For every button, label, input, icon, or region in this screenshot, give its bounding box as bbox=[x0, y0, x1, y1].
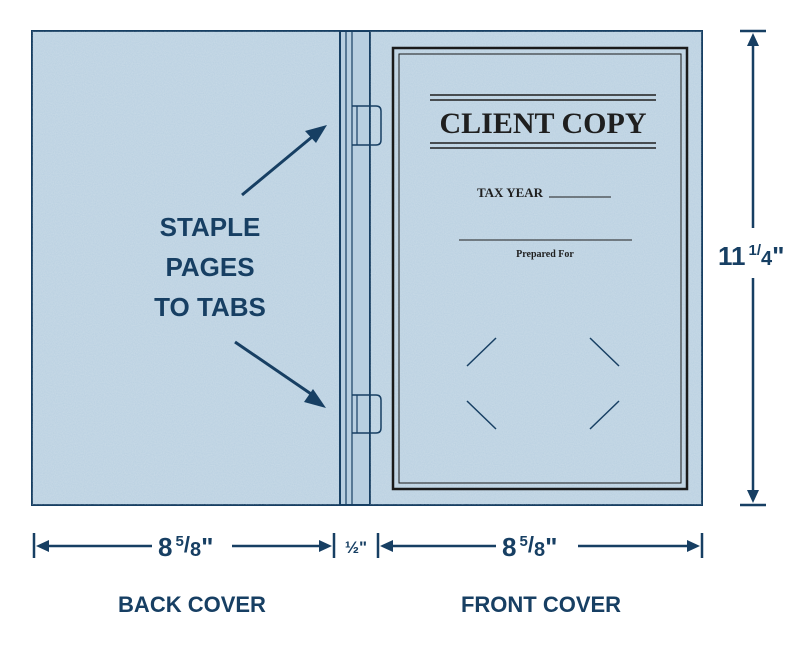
front-title: CLIENT COPY bbox=[440, 107, 647, 140]
width-dimension-arrowheads bbox=[36, 540, 700, 552]
callout-line-staple: STAPLE bbox=[160, 212, 261, 242]
height-dimension bbox=[740, 29, 766, 507]
back-cover-caption: BACK COVER bbox=[118, 592, 266, 617]
prepared-for-label: Prepared For bbox=[516, 249, 574, 260]
spine-width-label: ½" bbox=[345, 538, 367, 557]
width-dimension-lines bbox=[32, 533, 704, 558]
callout-line-to-tabs: TO TABS bbox=[154, 292, 266, 322]
front-cover-caption: FRONT COVER bbox=[461, 592, 621, 617]
staple-tab-top bbox=[352, 105, 382, 146]
title-rules bbox=[430, 94, 656, 149]
callout-line-pages: PAGES bbox=[165, 252, 254, 282]
front-cover-panel bbox=[369, 30, 703, 506]
front-label-frame bbox=[391, 46, 689, 491]
arrow-to-top-tab bbox=[241, 125, 327, 197]
staple-tab-bottom bbox=[352, 394, 382, 434]
card-slits bbox=[466, 337, 620, 430]
tax-year-label: TAX YEAR bbox=[477, 185, 544, 200]
arrow-to-bottom-tab bbox=[234, 340, 326, 408]
back-cover-panel bbox=[31, 30, 341, 506]
spine-panel bbox=[339, 30, 371, 506]
